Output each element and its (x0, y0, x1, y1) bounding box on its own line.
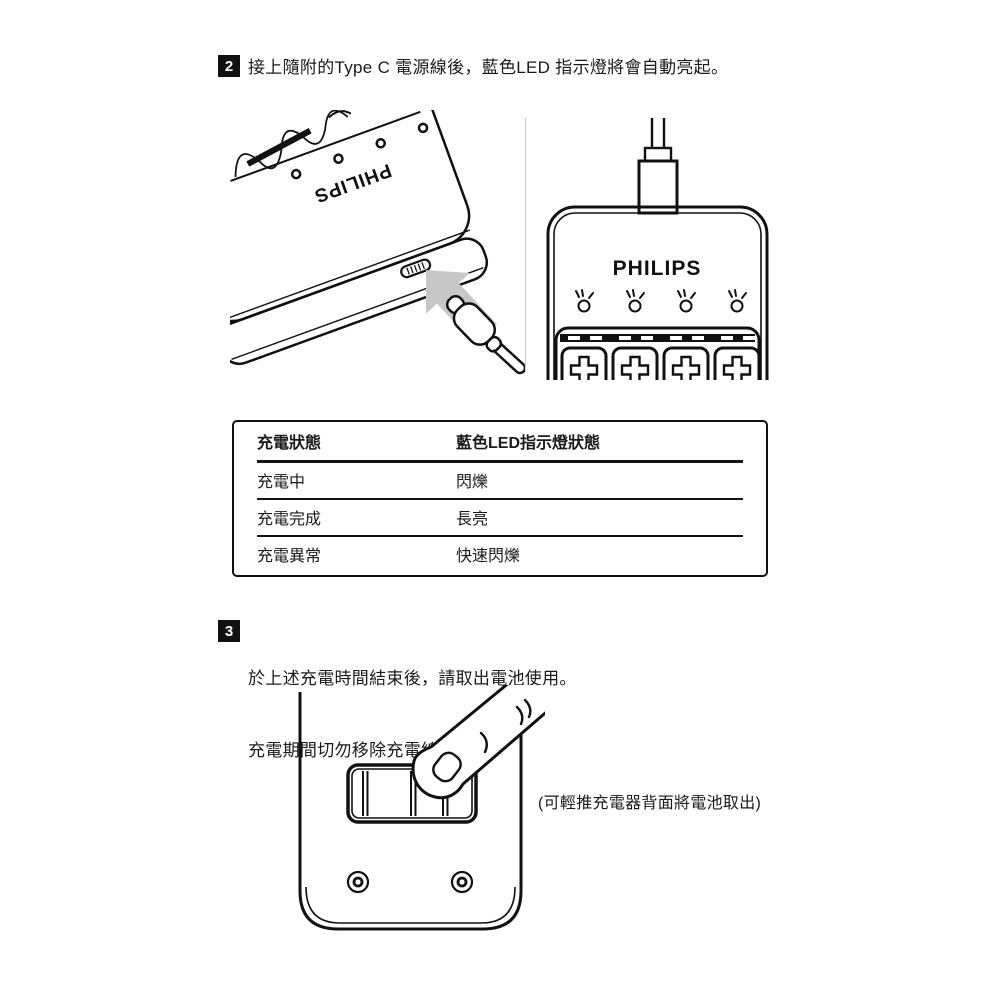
battery-removal-caption: (可輕推充電器背面將電池取出) (538, 795, 762, 812)
table-rule (257, 460, 743, 463)
battery-bay-silhouette (230, 110, 421, 182)
led-indicator (728, 289, 747, 313)
cell-status: 充電完成 (257, 511, 322, 528)
cell-led: 長亮 (456, 511, 489, 528)
figure-divider (525, 118, 526, 372)
brand-wordmark-front: PHILIPS (613, 257, 702, 280)
brand-wordmark-perspective: PHILIPS (311, 159, 394, 206)
finger-creases (479, 698, 532, 754)
cell-led: 快速閃爍 (456, 548, 521, 565)
power-cable (492, 342, 525, 375)
cell-led: 閃爍 (456, 474, 489, 491)
step-2-text: 接上隨附的Type C 電源線後，藍色LED 指示燈將會自動亮起。 (248, 58, 729, 77)
led-status-table: 充電狀態 藍色LED指示燈狀態 充電中 閃爍 充電完成 長亮 充電異常 快速閃爍 (232, 420, 768, 577)
led-holes (290, 122, 429, 180)
table-rule (257, 497, 743, 500)
table-rule (257, 534, 743, 537)
led-indicator (575, 289, 594, 313)
battery-slots (554, 326, 761, 380)
led-indicator (626, 289, 645, 313)
step-3-line-1: 於上述充電時間結束後，請取出電池使用。 (248, 669, 577, 688)
charger-back-panel (298, 692, 523, 931)
figure-plug-cable: PHILIPS (230, 110, 525, 375)
table-header-row: 充電狀態 藍色LED指示燈狀態 (234, 422, 766, 460)
cell-status: 充電中 (257, 474, 306, 491)
table-row: 充電異常 快速閃爍 (234, 537, 766, 572)
fingernail (432, 751, 462, 783)
table-row: 充電完成 長亮 (234, 500, 766, 535)
figure-battery-removal (298, 685, 545, 931)
charger-body-perspective: PHILIPS (230, 110, 489, 366)
table-row: 充電中 閃爍 (234, 463, 766, 498)
header-led-status: 藍色LED指示燈狀態 (456, 435, 601, 452)
usb-c-connector (445, 295, 503, 353)
usb-c-port (400, 258, 432, 279)
plus-polarity-icons (569, 355, 752, 380)
step-3-badge: 3 (218, 620, 240, 642)
header-charge-status: 充電狀態 (257, 435, 322, 452)
led-indicator (677, 289, 696, 313)
figure-charger-front: PHILIPS (546, 118, 769, 380)
charger-outline (546, 205, 769, 380)
plug-top (637, 118, 679, 215)
finger (411, 685, 545, 800)
led-indicators (575, 289, 747, 313)
screw-holes (346, 870, 474, 894)
cell-status: 充電異常 (257, 548, 322, 565)
step-2-badge: 2 (218, 55, 240, 77)
